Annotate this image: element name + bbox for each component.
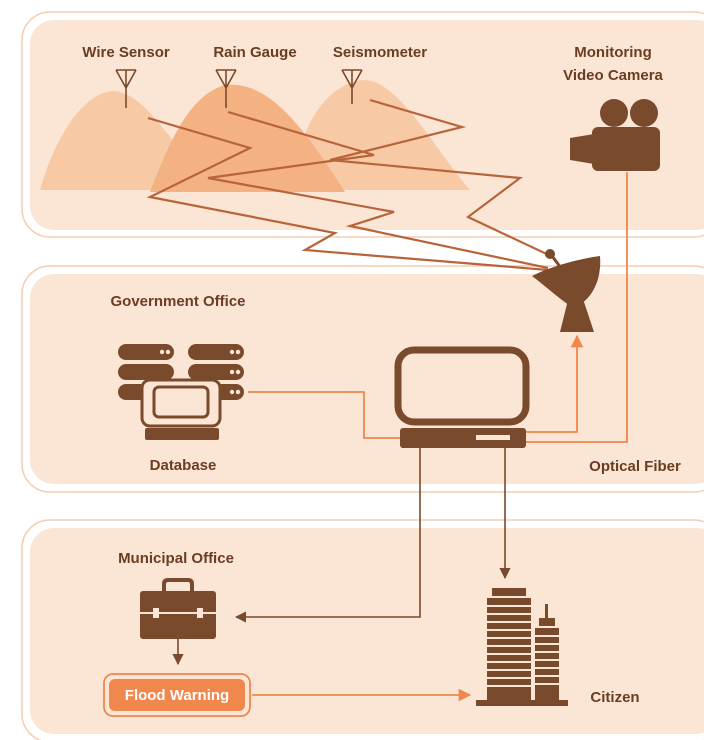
satellite-dish-icon: [532, 249, 601, 332]
video-camera-icon: [570, 99, 660, 171]
connections: [248, 172, 628, 443]
label-government-office: Government Office: [110, 293, 245, 310]
database-computer-icon: [140, 378, 222, 440]
label-seismometer: Seismometer: [333, 44, 427, 61]
optical-fiber-line: [526, 172, 628, 443]
dispatch-arrows: [172, 448, 511, 666]
antenna-icon: [115, 69, 137, 108]
antenna-icon: [341, 69, 363, 104]
wireless-signals: [146, 98, 554, 272]
label-citizen: Citizen: [590, 689, 639, 706]
label-camera-line1: Monitoring: [574, 44, 651, 61]
signal-rain-gauge: [207, 110, 549, 270]
mountain-right: [290, 80, 470, 190]
computer-to-dish-line: [526, 334, 584, 433]
signal-seismometer: [329, 98, 554, 258]
label-optical-fiber: Optical Fiber: [589, 458, 681, 475]
building-windows: [487, 605, 559, 687]
flood-warning-label: Flood Warning: [125, 687, 229, 704]
flood-warning-badge: Flood Warning: [103, 673, 251, 717]
antenna-icon: [215, 69, 237, 108]
label-wire-sensor: Wire Sensor: [82, 44, 170, 61]
label-camera-line2: Video Camera: [563, 67, 663, 84]
label-municipal-office: Municipal Office: [118, 550, 234, 567]
server-lights: [159, 349, 241, 395]
label-rain-gauge: Rain Gauge: [213, 44, 296, 61]
computer-icon: [394, 346, 530, 448]
database-to-computer-line: [248, 391, 400, 439]
label-database: Database: [150, 457, 217, 474]
briefcase-icon: [140, 578, 216, 639]
arrow-to-municipal: [234, 448, 421, 623]
signal-wire-sensor: [146, 116, 549, 272]
